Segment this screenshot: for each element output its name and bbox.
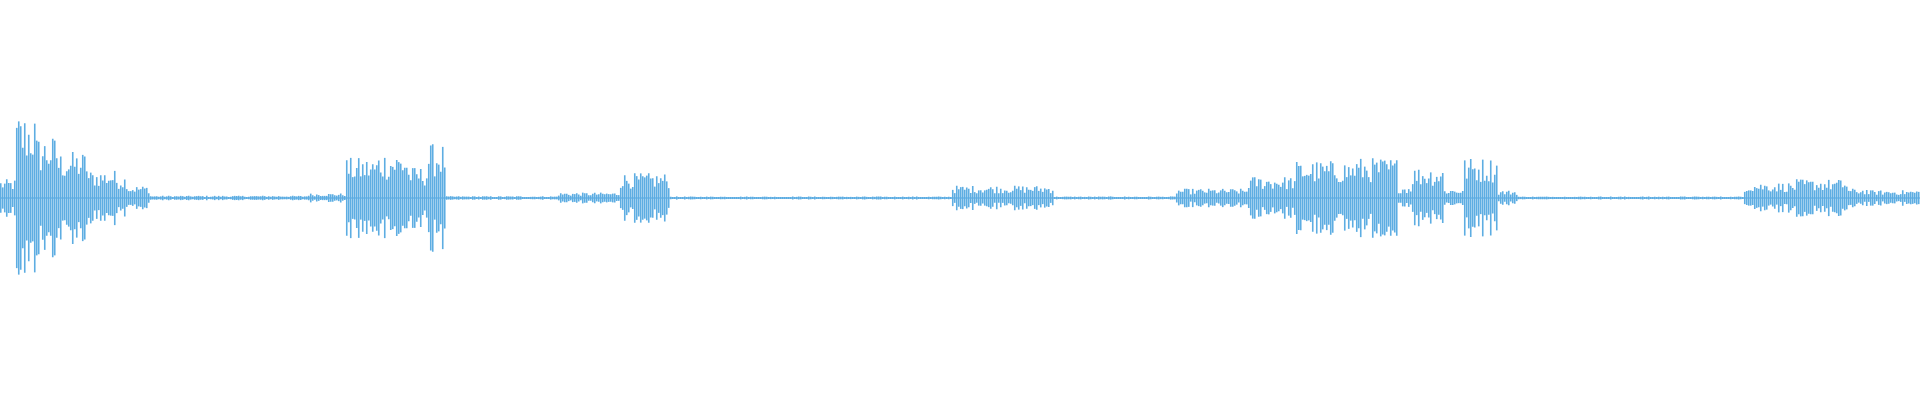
- waveform-bars: [0, 121, 1920, 275]
